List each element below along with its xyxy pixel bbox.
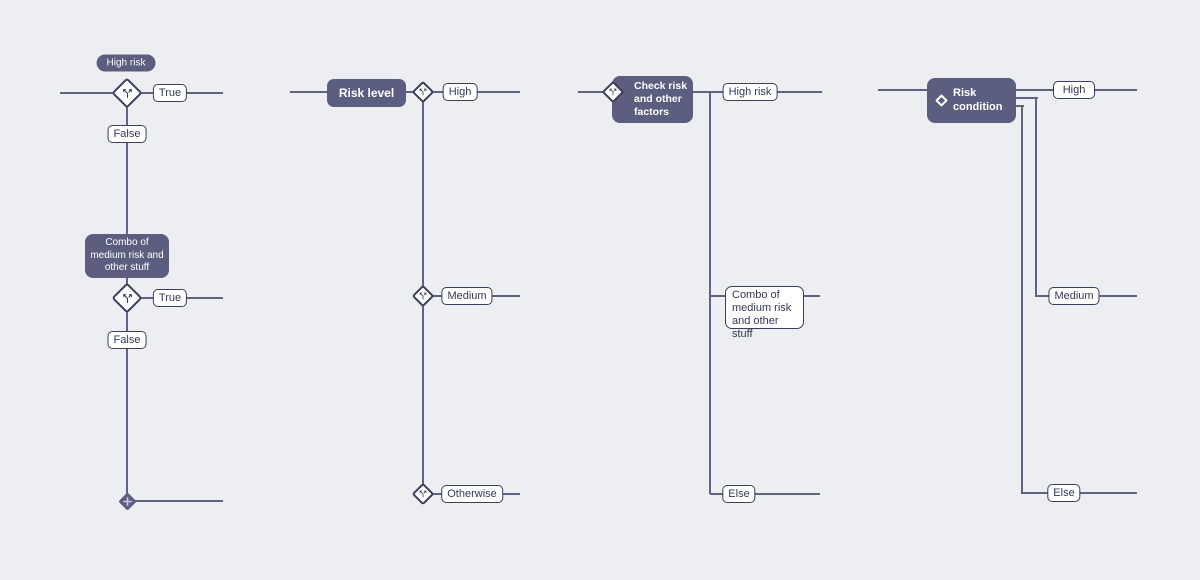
connector-line-h — [710, 493, 820, 495]
decision-diamond[interactable] — [110, 76, 144, 110]
connector-line-h — [1016, 105, 1024, 107]
branch-label-combo[interactable]: Combo of medium risk and other stuff — [725, 286, 804, 340]
merge-node[interactable] — [117, 491, 137, 511]
decision-diamond[interactable] — [410, 481, 436, 507]
branch-label-true[interactable]: True — [152, 289, 188, 307]
connector-line-v — [1035, 97, 1037, 297]
node-label-line: Risk — [953, 87, 977, 99]
connector-line-h — [127, 500, 223, 502]
call-split-icon — [122, 293, 132, 303]
diamond-outline-icon — [935, 94, 948, 107]
call-split-icon — [122, 88, 132, 98]
node-label-line: Check risk — [634, 80, 688, 92]
branch-label-high[interactable]: High — [442, 83, 478, 101]
connector-line-h — [578, 91, 822, 93]
pill-text: High risk — [106, 57, 146, 69]
call-split-icon — [419, 88, 427, 96]
node-label-line: and other — [634, 93, 682, 105]
call-split-icon — [419, 490, 427, 498]
node-risk-condition[interactable]: Risk condition — [927, 78, 1016, 123]
branch-label-line: Combo of — [732, 289, 780, 301]
branch-label-false[interactable]: False — [107, 125, 147, 143]
branch-label-medium[interactable]: Medium — [1048, 287, 1100, 305]
branch-label-high[interactable]: High — [1053, 81, 1095, 99]
node-check-risk[interactable]: Check risk and other factors — [612, 76, 693, 123]
connector-line-v — [1021, 105, 1023, 494]
branch-label-else[interactable]: Else — [722, 485, 756, 503]
node-label-line: Combo of — [105, 237, 149, 249]
node-label-line: other stuff — [104, 262, 150, 274]
branch-label-otherwise[interactable]: Otherwise — [441, 485, 503, 503]
call-split-icon — [609, 88, 617, 96]
node-label: Risk condition — [953, 87, 1003, 114]
connector-line-h — [1016, 97, 1038, 99]
branch-pill-label[interactable]: High risk — [96, 54, 156, 72]
branch-label-true[interactable]: True — [152, 84, 188, 102]
call-split-icon — [419, 292, 427, 300]
branch-label-medium[interactable]: Medium — [441, 287, 493, 305]
connector-line-v — [709, 92, 711, 494]
branch-label-line: medium risk — [732, 302, 792, 314]
node-label-line: condition — [953, 100, 1003, 113]
node-combo-medium-risk[interactable]: Combo of medium risk and other stuff — [85, 234, 169, 278]
node-label-line: factors — [634, 106, 670, 118]
node-risk-level[interactable]: Risk level — [327, 79, 406, 107]
branch-label-line: and other stuff — [732, 315, 779, 340]
decision-diamond[interactable] — [410, 79, 436, 105]
branch-label-high-risk[interactable]: High risk — [722, 83, 778, 101]
decision-diamond[interactable] — [600, 79, 626, 105]
branch-label-false[interactable]: False — [107, 331, 147, 349]
plus-icon — [122, 496, 132, 506]
decision-diamond[interactable] — [110, 281, 144, 315]
decision-diamond[interactable] — [410, 283, 436, 309]
branch-label-else[interactable]: Else — [1047, 484, 1081, 502]
node-label-line: medium risk and — [90, 249, 164, 261]
